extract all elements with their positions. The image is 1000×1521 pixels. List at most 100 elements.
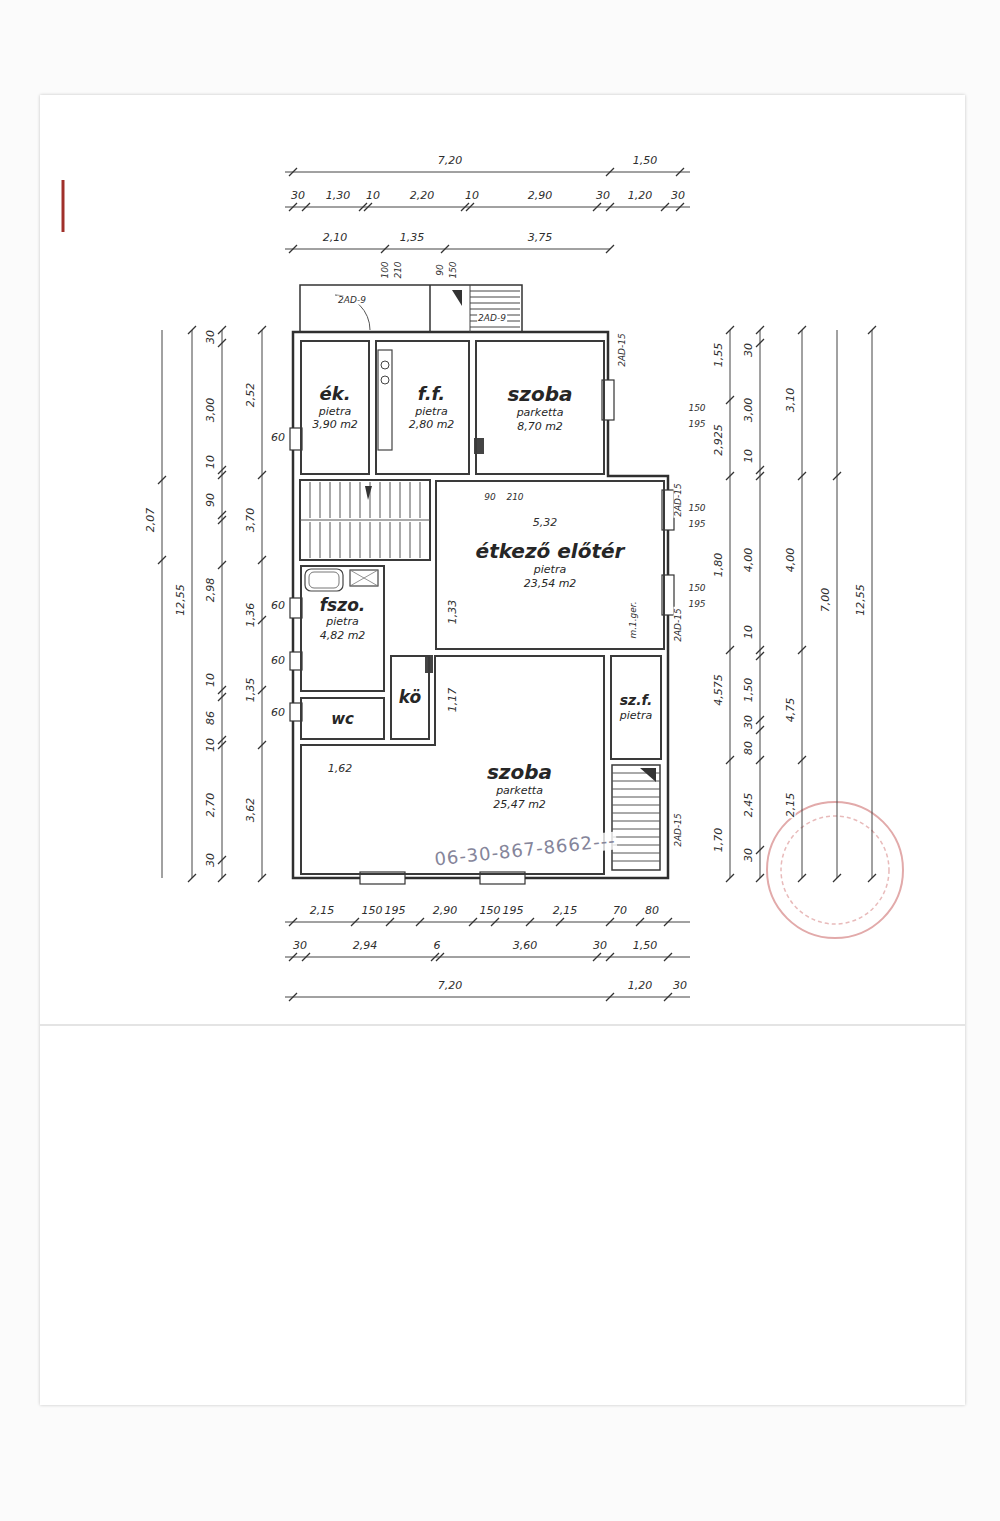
door-swing xyxy=(335,295,370,330)
dimension-label: 10 xyxy=(205,672,216,688)
dimension-label: 1,35 xyxy=(399,232,426,243)
dimension-label: 2AD-15 xyxy=(618,332,627,368)
room-box: szobaparketta8,70 m2 xyxy=(475,340,605,475)
dimension-label: 10 xyxy=(743,624,754,640)
paper-fold xyxy=(40,1024,965,1026)
dimension-label: 2,52 xyxy=(245,382,256,409)
room-name: fszo. xyxy=(320,595,366,615)
room-name: ék. xyxy=(319,383,350,405)
dimension-label: 2,10 xyxy=(322,232,349,243)
room-detail: 4,82 m2 xyxy=(320,629,366,643)
dimension-label: 30 xyxy=(292,940,308,951)
dimension-label: 150 xyxy=(449,260,458,279)
stamp xyxy=(781,816,889,924)
dimension-label: 2,925 xyxy=(713,423,724,457)
room-name: wc xyxy=(331,710,354,728)
dimension-label: 1,20 xyxy=(627,190,654,201)
dimension-label: 2AD-15 xyxy=(674,812,683,848)
room-detail: pietra xyxy=(534,563,566,577)
dimension-label: 2,98 xyxy=(205,577,216,604)
room-name: f.f. xyxy=(418,383,445,405)
dimension-label: 30 xyxy=(743,342,754,358)
room-name: étkező előtér xyxy=(476,539,625,563)
stair-steps xyxy=(300,482,430,558)
dimension-label: 10 xyxy=(205,737,216,753)
dimension-label: 6 xyxy=(433,940,442,951)
dimension-label: 100 xyxy=(381,260,390,279)
dimension-label: 3,60 xyxy=(512,940,539,951)
dimension-label: 2,45 xyxy=(743,792,754,819)
dimension-label: 1,50 xyxy=(632,155,659,166)
dimension-label: 2,20 xyxy=(409,190,436,201)
dimension-label: 60 xyxy=(270,432,286,443)
bathtub xyxy=(309,572,339,588)
dimension-label: 30 xyxy=(670,190,686,201)
dimension-label: 3,00 xyxy=(205,397,216,424)
dimension-label: 150 xyxy=(687,404,706,413)
dimension-label: 195 xyxy=(502,905,525,916)
dimension-label: 210 xyxy=(394,260,403,279)
dimension-label: 2AD-15 xyxy=(674,482,683,518)
room-box: f.f.pietra2,80 m2 xyxy=(375,340,470,475)
dimension-label: 10 xyxy=(464,190,480,201)
room-box: ék.pietra3,90 m2 xyxy=(300,340,370,475)
dimension-label: 30 xyxy=(592,940,608,951)
dimension-label: 80 xyxy=(644,905,660,916)
dimension-label: 2,94 xyxy=(352,940,379,951)
dimension-label: 150 xyxy=(687,504,706,513)
dimension-label: 2,90 xyxy=(527,190,554,201)
red-mark xyxy=(62,180,65,232)
dimension-label: 150 xyxy=(479,905,502,916)
dimension-label: 2,15 xyxy=(785,792,796,819)
dimension-label: 30 xyxy=(743,714,754,730)
room-detail: 2,80 m2 xyxy=(409,418,455,432)
dimension-label: 1,17 xyxy=(447,687,458,714)
kitchen-counter xyxy=(378,350,392,450)
room-name: kö xyxy=(399,687,421,707)
dimension-label: 70 xyxy=(612,905,628,916)
room-detail: parketta xyxy=(496,784,543,798)
dimension-label: 60 xyxy=(270,655,286,666)
dimension-label: 1,50 xyxy=(743,677,754,704)
dimension-label: 2,07 xyxy=(145,507,156,534)
dimension-label: 7,00 xyxy=(820,587,831,614)
stamp xyxy=(767,802,903,938)
room-box: wc xyxy=(300,697,385,740)
sink xyxy=(350,570,378,586)
room-detail: 23,54 m2 xyxy=(524,577,577,591)
dimension-label: 86 xyxy=(205,710,216,726)
dimension-label: 10 xyxy=(743,448,754,464)
dimension-label: 7,20 xyxy=(437,155,464,166)
dimension-label: 12,55 xyxy=(175,583,186,617)
dimension-label: 2,15 xyxy=(309,905,336,916)
room-name: szoba xyxy=(507,382,572,406)
stove-ring xyxy=(381,361,389,369)
dimension-label: 3,70 xyxy=(245,507,256,534)
room-detail: pietra xyxy=(326,615,358,629)
room-box: fszo.pietra4,82 m2 xyxy=(300,565,385,692)
stair-steps xyxy=(612,773,660,861)
dimension-label: 1,33 xyxy=(447,599,458,626)
porch-outline xyxy=(300,285,522,332)
dimension-label: 1,80 xyxy=(713,552,724,579)
dimension-label: 4,00 xyxy=(785,547,796,574)
staircase xyxy=(300,480,430,560)
room-detail: 3,90 m2 xyxy=(312,418,358,432)
dimension-label: 1,62 xyxy=(327,763,354,774)
window xyxy=(290,380,674,884)
room-box: sz.f.pietra xyxy=(610,655,662,760)
dimension-label: 4,575 xyxy=(713,673,724,707)
dimension-line xyxy=(162,172,872,997)
stair-arrow xyxy=(452,290,462,306)
room-detail: pietra xyxy=(415,405,447,419)
dimension-label: 195 xyxy=(687,600,706,609)
dimension-label: 30 xyxy=(290,190,306,201)
watermark: 06-30-867-8662--- xyxy=(433,831,618,868)
bathtub xyxy=(305,569,343,591)
dimension-label: 1,36 xyxy=(245,602,256,629)
dimension-label: 2AD-9 xyxy=(337,296,367,305)
dimension-tick xyxy=(158,168,876,1001)
room-detail: parketta xyxy=(517,406,564,420)
dimension-label: 1,20 xyxy=(627,980,654,991)
